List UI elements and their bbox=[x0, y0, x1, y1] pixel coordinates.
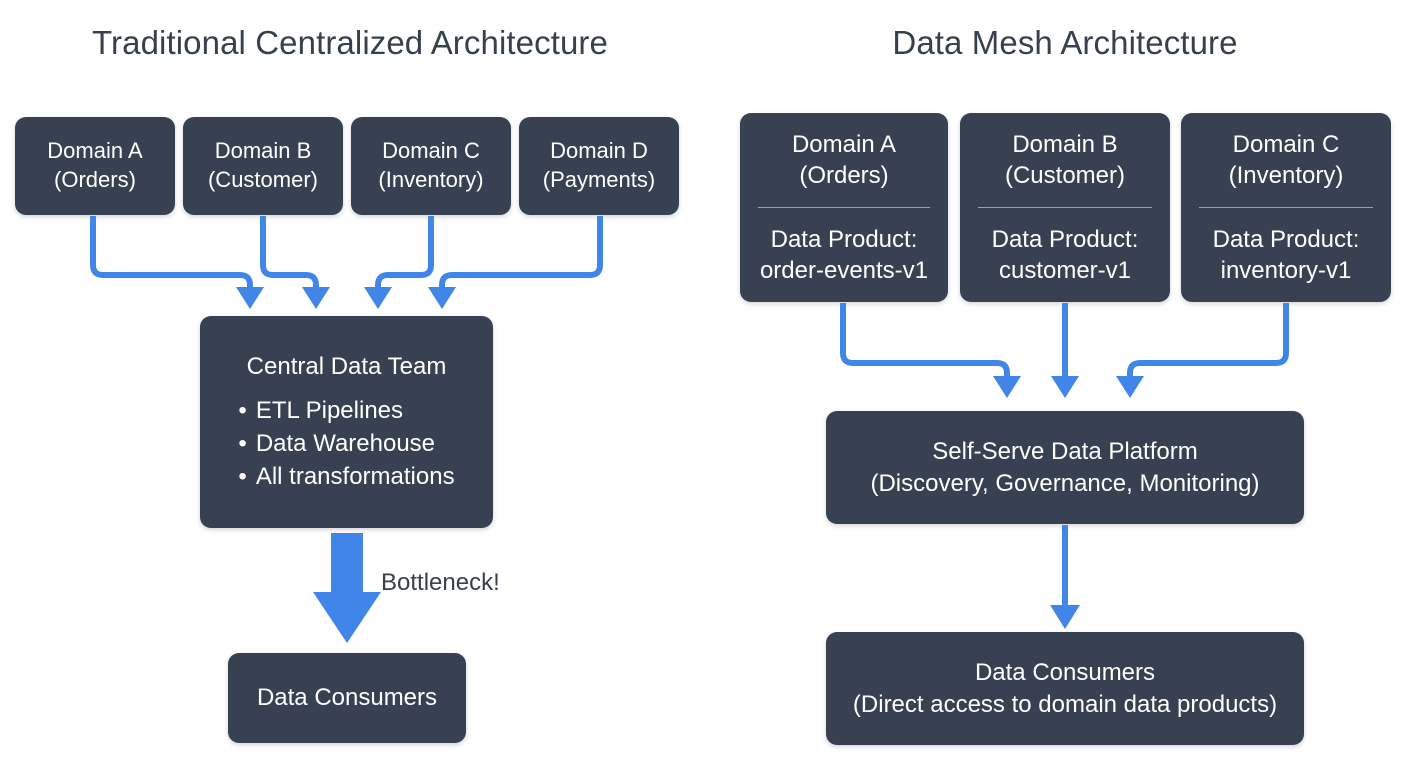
edge-mesh-domain-a-to-platform bbox=[840, 303, 1021, 398]
panel-title-traditional: Traditional Centralized Architecture bbox=[92, 24, 608, 61]
card-divider bbox=[1198, 207, 1374, 208]
node-line-1: Domain C bbox=[1232, 130, 1340, 158]
node-line-2: (Customer) bbox=[207, 167, 318, 192]
data-product-name: inventory-v1 bbox=[1220, 257, 1352, 285]
data-product-label: Data Product: bbox=[991, 226, 1139, 253]
edge-domain-a-to-central bbox=[90, 216, 264, 309]
node-mesh-domain-a[interactable]: Domain A (Orders) Data Product: order-ev… bbox=[740, 113, 948, 302]
edge-label-bottleneck: Bottleneck! bbox=[381, 569, 500, 596]
node-line-1: Data Consumers bbox=[256, 684, 438, 712]
node-line-2: (Payments) bbox=[542, 167, 656, 192]
edge-platform-to-consumers bbox=[1050, 525, 1080, 629]
card-divider bbox=[977, 207, 1153, 208]
edge-domain-d-to-central bbox=[428, 216, 603, 309]
node-line-1: Domain A bbox=[47, 138, 143, 164]
node-traditional-domain-a[interactable]: Domain A (Orders) bbox=[15, 117, 175, 215]
edge-domain-b-to-central bbox=[260, 216, 330, 309]
bullet-data-warehouse: Data Warehouse bbox=[238, 427, 454, 460]
node-line-2: (Inventory) bbox=[378, 167, 484, 192]
node-line-2: (Discovery, Governance, Monitoring) bbox=[870, 469, 1260, 497]
edge-mesh-domain-b-to-platform bbox=[1051, 303, 1079, 398]
node-traditional-data-consumers[interactable]: Data Consumers bbox=[228, 653, 466, 743]
central-data-team-title: Central Data Team bbox=[246, 352, 447, 380]
bullet-all-transformations: All transformations bbox=[238, 460, 455, 493]
node-mesh-data-consumers[interactable]: Data Consumers (Direct access to domain … bbox=[826, 632, 1304, 745]
panel-title-data-mesh: Data Mesh Architecture bbox=[892, 24, 1238, 61]
edge-mesh-domain-c-to-platform bbox=[1116, 303, 1289, 398]
node-line-2: (Orders) bbox=[799, 161, 889, 189]
edge-central-to-consumers-bottleneck bbox=[313, 533, 381, 643]
node-line-1: Domain D bbox=[550, 138, 648, 164]
domain-identity: Domain B (Customer) bbox=[960, 129, 1170, 207]
node-line-1: Domain B bbox=[1012, 130, 1118, 158]
data-product-name: customer-v1 bbox=[998, 257, 1132, 285]
data-product-label: Data Product: bbox=[1212, 226, 1360, 253]
card-divider bbox=[757, 207, 931, 208]
node-line-2: (Inventory) bbox=[1228, 161, 1344, 189]
node-line-1: Data Consumers bbox=[974, 659, 1156, 687]
node-traditional-domain-b[interactable]: Domain B (Customer) bbox=[183, 117, 343, 215]
edge-domain-c-to-central bbox=[364, 216, 434, 309]
node-line-1: Domain B bbox=[214, 138, 312, 164]
data-product-label: Data Product: bbox=[770, 226, 918, 253]
data-product-name: order-events-v1 bbox=[759, 257, 929, 285]
node-line-1: Domain C bbox=[382, 138, 480, 164]
node-central-data-team[interactable]: Central Data Team ETL Pipelines Data War… bbox=[200, 316, 493, 528]
domain-identity: Domain C (Inventory) bbox=[1181, 129, 1391, 207]
node-mesh-domain-b[interactable]: Domain B (Customer) Data Product: custom… bbox=[960, 113, 1170, 302]
node-traditional-domain-d[interactable]: Domain D (Payments) bbox=[519, 117, 679, 215]
node-traditional-domain-c[interactable]: Domain C (Inventory) bbox=[351, 117, 511, 215]
node-line-2: (Direct access to domain data products) bbox=[852, 690, 1278, 718]
node-line-1: Domain A bbox=[791, 130, 897, 158]
data-product-block: Data Product: inventory-v1 bbox=[1181, 208, 1391, 286]
data-product-block: Data Product: order-events-v1 bbox=[740, 208, 948, 286]
node-self-serve-data-platform[interactable]: Self-Serve Data Platform (Discovery, Gov… bbox=[826, 411, 1304, 524]
domain-identity: Domain A (Orders) bbox=[740, 129, 948, 207]
node-line-1: Self-Serve Data Platform bbox=[932, 438, 1198, 466]
central-data-team-bullets: ETL Pipelines Data Warehouse All transfo… bbox=[238, 394, 455, 493]
bullet-etl-pipelines: ETL Pipelines bbox=[238, 394, 454, 427]
data-product-block: Data Product: customer-v1 bbox=[960, 208, 1170, 286]
node-line-2: (Customer) bbox=[1004, 161, 1125, 189]
node-mesh-domain-c[interactable]: Domain C (Inventory) Data Product: inven… bbox=[1181, 113, 1391, 302]
node-line-2: (Orders) bbox=[54, 167, 136, 192]
